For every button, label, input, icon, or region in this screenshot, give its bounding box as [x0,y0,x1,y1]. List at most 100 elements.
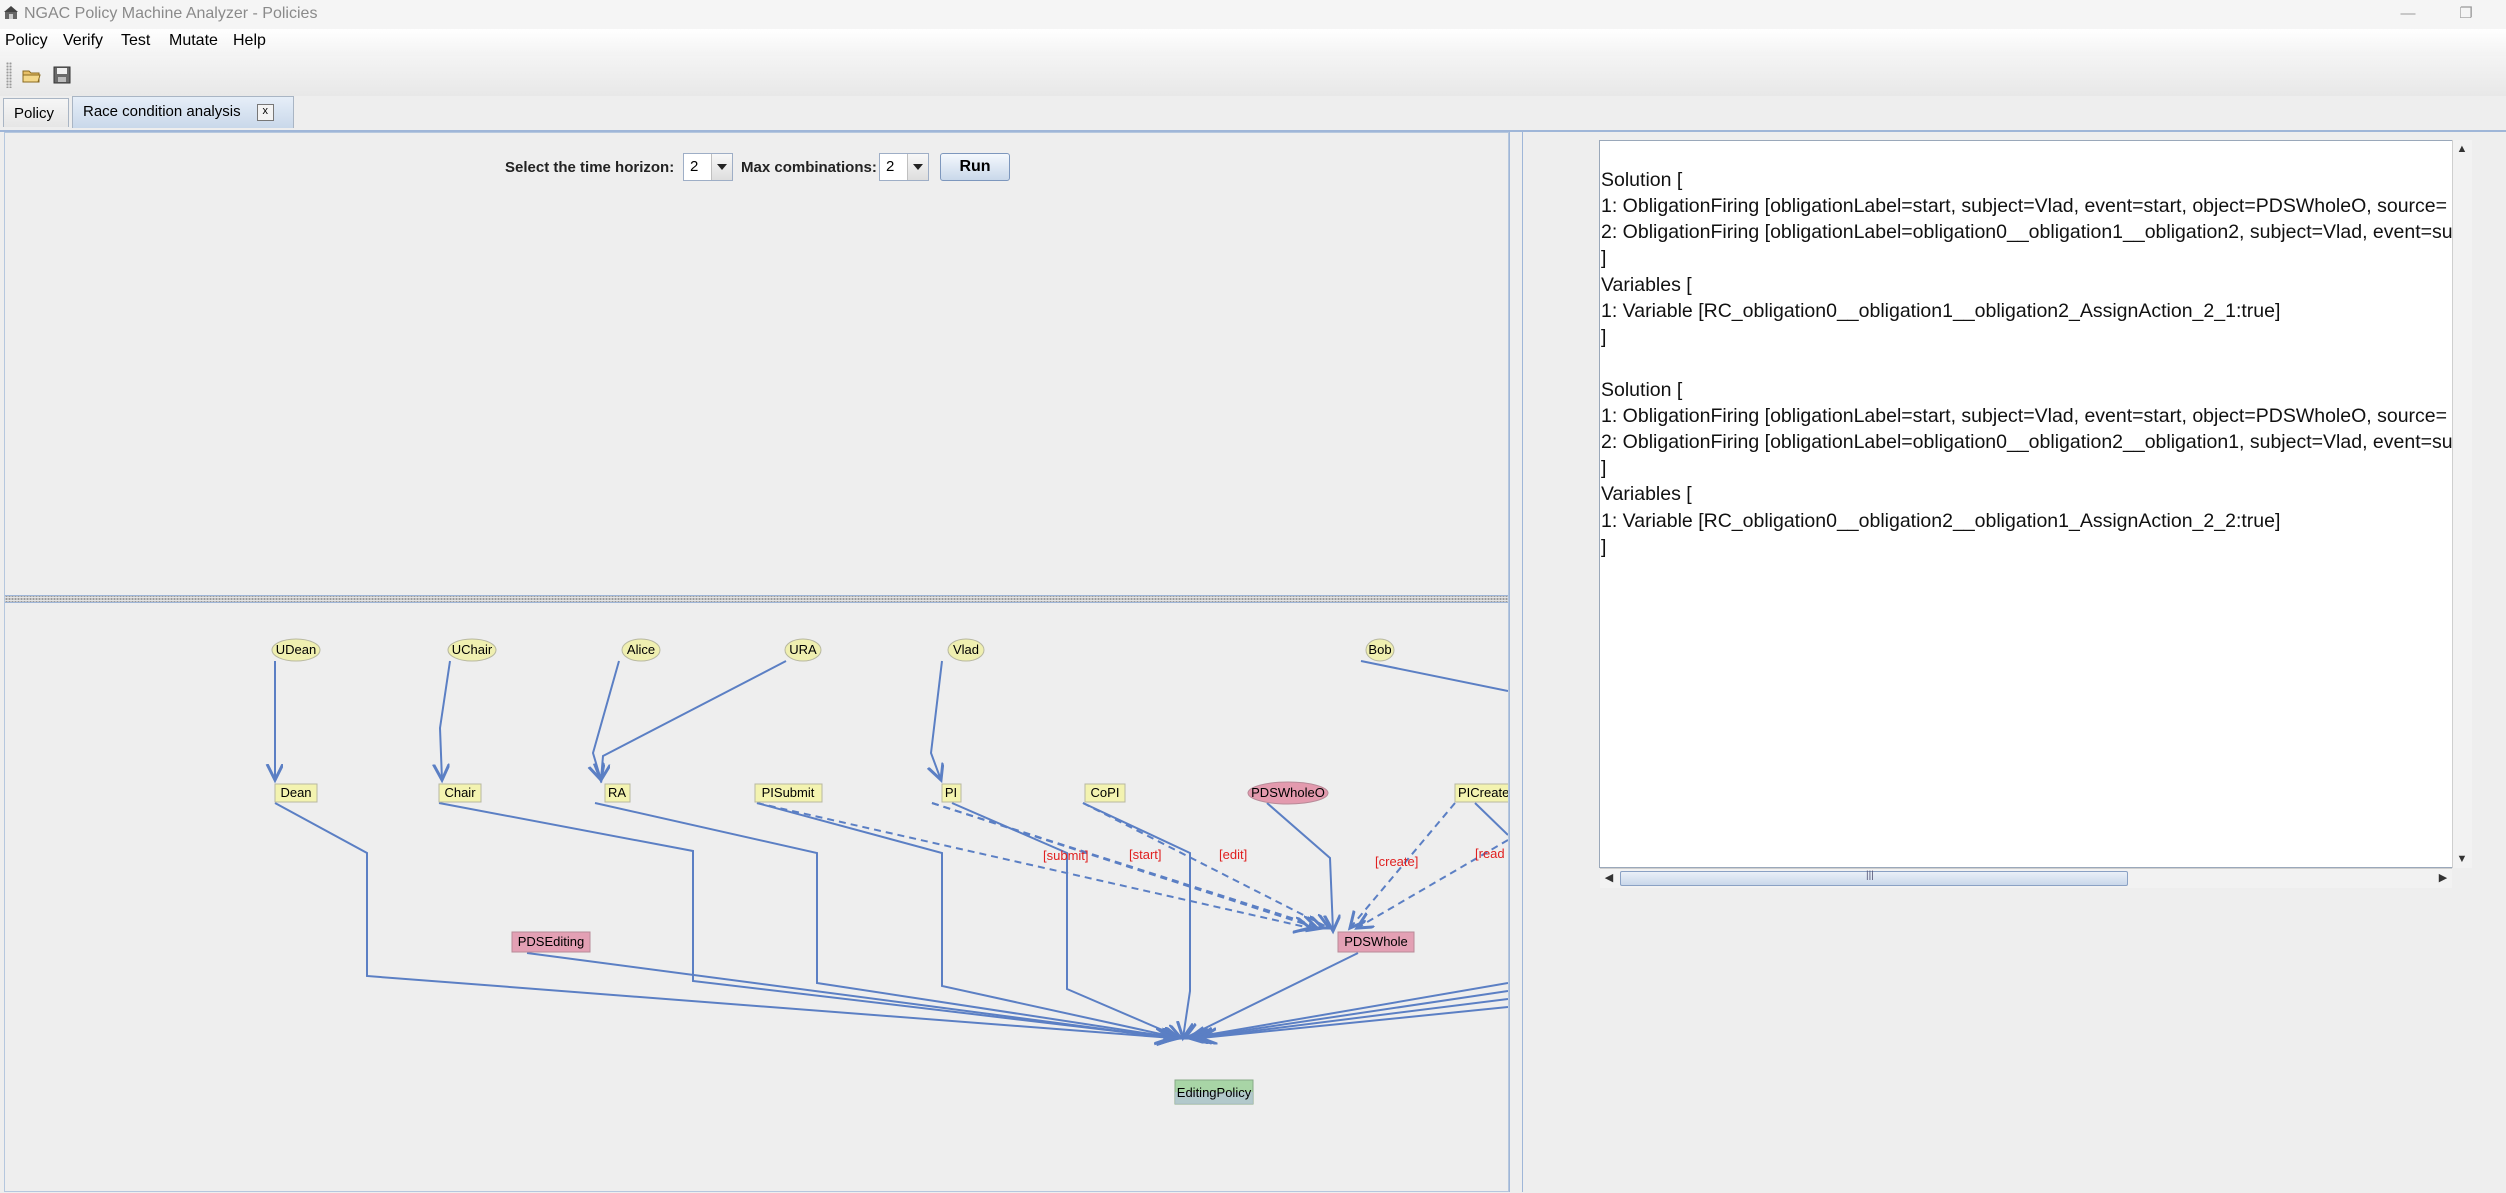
graph-node-uchair[interactable]: UChair [447,638,497,662]
menu-bar: Policy Verify Test Mutate Help [0,29,2506,56]
menu-help[interactable]: Help [233,32,266,49]
chevron-down-icon[interactable] [711,154,732,180]
horizontal-scroll-thumb[interactable] [1620,870,2128,886]
graph-node-pdswhole[interactable]: PDSWhole [1337,931,1415,953]
tab-label: Policy [14,105,55,122]
open-folder-icon[interactable] [20,64,42,86]
edge-label-start: [start] [1129,847,1162,862]
menu-policy[interactable]: Policy [5,32,48,49]
svg-text:Vlad: Vlad [953,642,979,657]
vertical-scrollbar[interactable]: ▲ ▼ [2452,140,2472,868]
obligation-edges [756,802,1508,928]
results-line: 2: ObligationFiring [obligationLabel=obl… [1601,431,2453,453]
policy-graph[interactable]: [submit] [start] [edit] [create] [read U… [5,603,1508,1193]
svg-text:PDSWhole: PDSWhole [1344,934,1408,949]
svg-text:UDean: UDean [276,642,316,657]
svg-text:Chair: Chair [444,785,476,800]
graph-node-ra[interactable]: RA [604,783,631,803]
max-combinations-select[interactable]: 2 [879,153,929,181]
graph-node-dean[interactable]: Dean [274,783,318,803]
svg-text:RA: RA [608,785,626,800]
time-horizon-value: 2 [690,158,699,175]
svg-text:Dean: Dean [280,785,311,800]
edge-label-create: [create] [1375,854,1418,869]
time-horizon-select[interactable]: 2 [683,153,733,181]
graph-node-pi[interactable]: PI [941,783,962,803]
graph-node-pisubmit[interactable]: PISubmit [754,783,823,803]
chevron-down-icon[interactable] [907,154,928,180]
toolbar [0,56,2506,96]
tab-race-condition-analysis[interactable]: Race condition analysis x [72,96,294,128]
menu-mutate[interactable]: Mutate [169,32,218,49]
results-line: Solution [ [1601,169,1683,191]
graph-node-pdswholeo[interactable]: PDSWholeO [1247,781,1329,805]
svg-text:CoPI: CoPI [1091,785,1120,800]
results-line: ] [1601,326,1607,348]
analysis-controls: Select the time horizon: 2 Max combinati… [5,145,1508,181]
graph-node-udean[interactable]: UDean [271,638,321,662]
policy-graph-canvas[interactable]: [submit] [start] [edit] [create] [read U… [5,603,1508,1193]
menu-verify[interactable]: Verify [63,32,104,49]
graph-node-editingpolicy[interactable]: EditingPolicy [1174,1079,1254,1105]
results-line: 1: ObligationFiring [obligationLabel=sta… [1601,405,2448,427]
graph-node-copi[interactable]: CoPI [1084,783,1126,803]
results-line: Solution [ [1601,379,1683,401]
graph-node-picreate[interactable]: PICreate [1454,783,1508,803]
results-line: ] [1601,536,1607,558]
title-bar: NGAC Policy Machine Analyzer - Policies … [0,0,2506,29]
close-tab-button[interactable]: x [256,103,274,121]
assignment-edges [275,660,1508,1038]
results-line: ] [1601,457,1607,479]
results-line: Variables [ [1601,274,1692,296]
horizontal-scrollbar[interactable]: ◀ ▶ [1600,868,2452,888]
scroll-up-icon[interactable]: ▲ [2456,143,2468,155]
svg-text:PISubmit: PISubmit [762,785,815,800]
tab-row: Policy Race condition analysis x [0,96,2506,132]
tab-policy[interactable]: Policy [3,98,69,127]
scroll-right-icon[interactable]: ▶ [2438,872,2448,884]
scroll-down-icon[interactable]: ▼ [2456,853,2468,865]
minimize-button[interactable]: — [2400,5,2416,22]
save-disk-icon[interactable] [51,64,73,86]
run-button[interactable]: Run [940,153,1010,181]
svg-text:EditingPolicy: EditingPolicy [1177,1085,1252,1100]
edge-label-edit: [edit] [1219,847,1247,862]
edge-label-submit: [submit] [1043,848,1089,863]
graph-node-chair[interactable]: Chair [438,783,482,803]
results-line: 2: ObligationFiring [obligationLabel=obl… [1601,221,2453,243]
menu-test[interactable]: Test [121,32,151,49]
app-icon [4,6,18,19]
time-horizon-label: Select the time horizon: [505,159,675,176]
results-line: 1: Variable [RC_obligation0__obligation1… [1601,300,2281,322]
svg-text:Alice: Alice [627,642,655,657]
graph-node-ura[interactable]: URA [784,638,822,662]
svg-text:PI: PI [945,785,957,800]
svg-text:UChair: UChair [452,642,493,657]
scroll-left-icon[interactable]: ◀ [1604,872,1614,884]
max-combinations-value: 2 [886,158,895,175]
results-pane: Solution [ 1: ObligationFiring [obligati… [1523,132,2506,1192]
graph-node-alice[interactable]: Alice [621,638,661,662]
results-line: 1: Variable [RC_obligation0__obligation2… [1601,510,2281,532]
toolbar-grip[interactable] [6,62,12,88]
results-line: Variables [ [1601,483,1692,505]
svg-text:PDSEditing: PDSEditing [518,934,584,949]
max-combinations-label: Max combinations: [741,159,877,176]
vertical-splitter[interactable] [1509,132,1523,1192]
svg-text:PDSWholeO: PDSWholeO [1251,785,1325,800]
tab-label: Race condition analysis [83,103,241,120]
results-line: 1: ObligationFiring [obligationLabel=sta… [1601,195,2448,217]
graph-node-bob[interactable]: Bob [1365,638,1395,662]
results-textarea[interactable]: Solution [ 1: ObligationFiring [obligati… [1599,140,2456,868]
svg-text:URA: URA [789,642,817,657]
svg-text:Bob: Bob [1368,642,1391,657]
edge-label-read: [read [1475,846,1505,861]
graph-node-pdsediting[interactable]: PDSEditing [511,931,591,953]
analysis-left-pane: Select the time horizon: 2 Max combinati… [4,132,1509,1192]
svg-text:PICreate: PICreate [1458,785,1508,800]
horizontal-splitter[interactable] [5,595,1508,603]
window-title: NGAC Policy Machine Analyzer - Policies [24,5,318,22]
results-line: ] [1601,247,1607,269]
restore-button[interactable]: ❐ [2459,5,2473,22]
graph-node-vlad[interactable]: Vlad [947,638,985,662]
